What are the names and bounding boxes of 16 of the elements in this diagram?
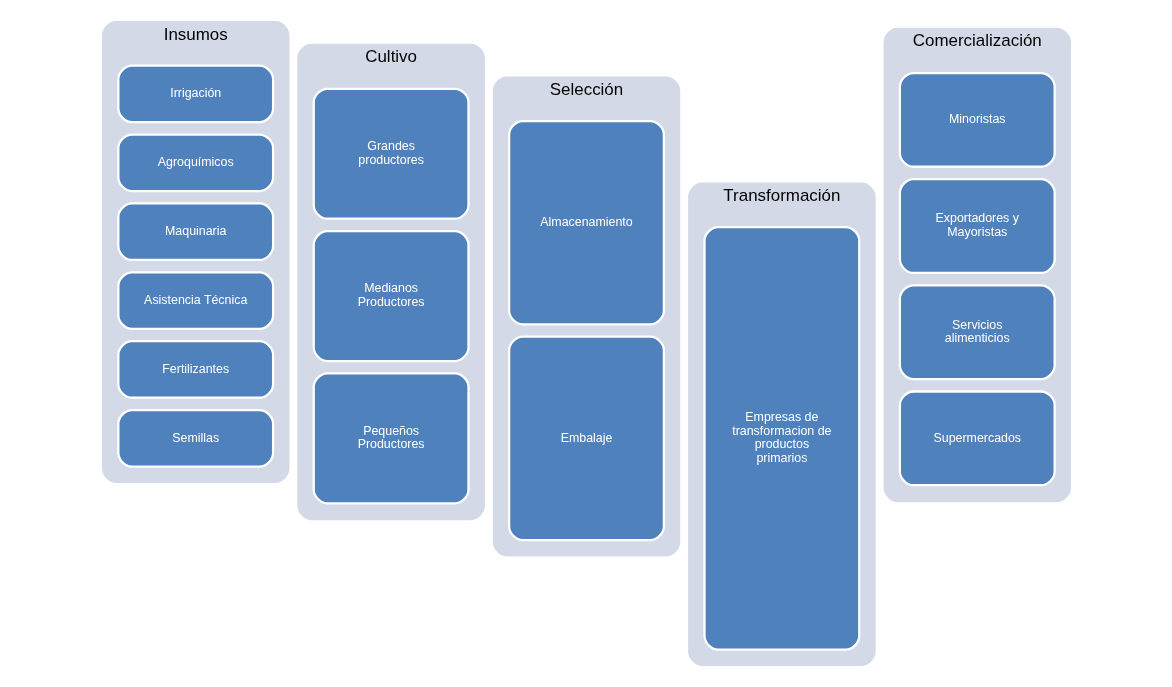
node-box: Agroquímicos bbox=[116, 133, 274, 193]
node-box: Minoristas bbox=[898, 71, 1056, 168]
node-box: Semillas bbox=[116, 409, 274, 468]
node-box: Supermercados bbox=[898, 390, 1056, 487]
node-box: Grandes productores bbox=[312, 87, 470, 220]
node-box: Exportadores y Mayoristas bbox=[898, 178, 1056, 275]
node-box: Asistencia Técnica bbox=[116, 271, 274, 330]
node-box: Pequeños Productores bbox=[312, 372, 470, 505]
node-box: Servicios alimenticios bbox=[898, 284, 1056, 381]
node-box: Embalaje bbox=[507, 335, 665, 542]
node-box: Empresas de transformacion de productos primarios bbox=[702, 226, 860, 651]
node-box: Medianos Productores bbox=[312, 230, 470, 363]
node-box: Almacenamiento bbox=[507, 119, 665, 326]
node-box: Irrigación bbox=[116, 64, 274, 124]
node-box: Fertilizantes bbox=[116, 340, 274, 399]
node-box: Maquinaria bbox=[116, 202, 274, 262]
